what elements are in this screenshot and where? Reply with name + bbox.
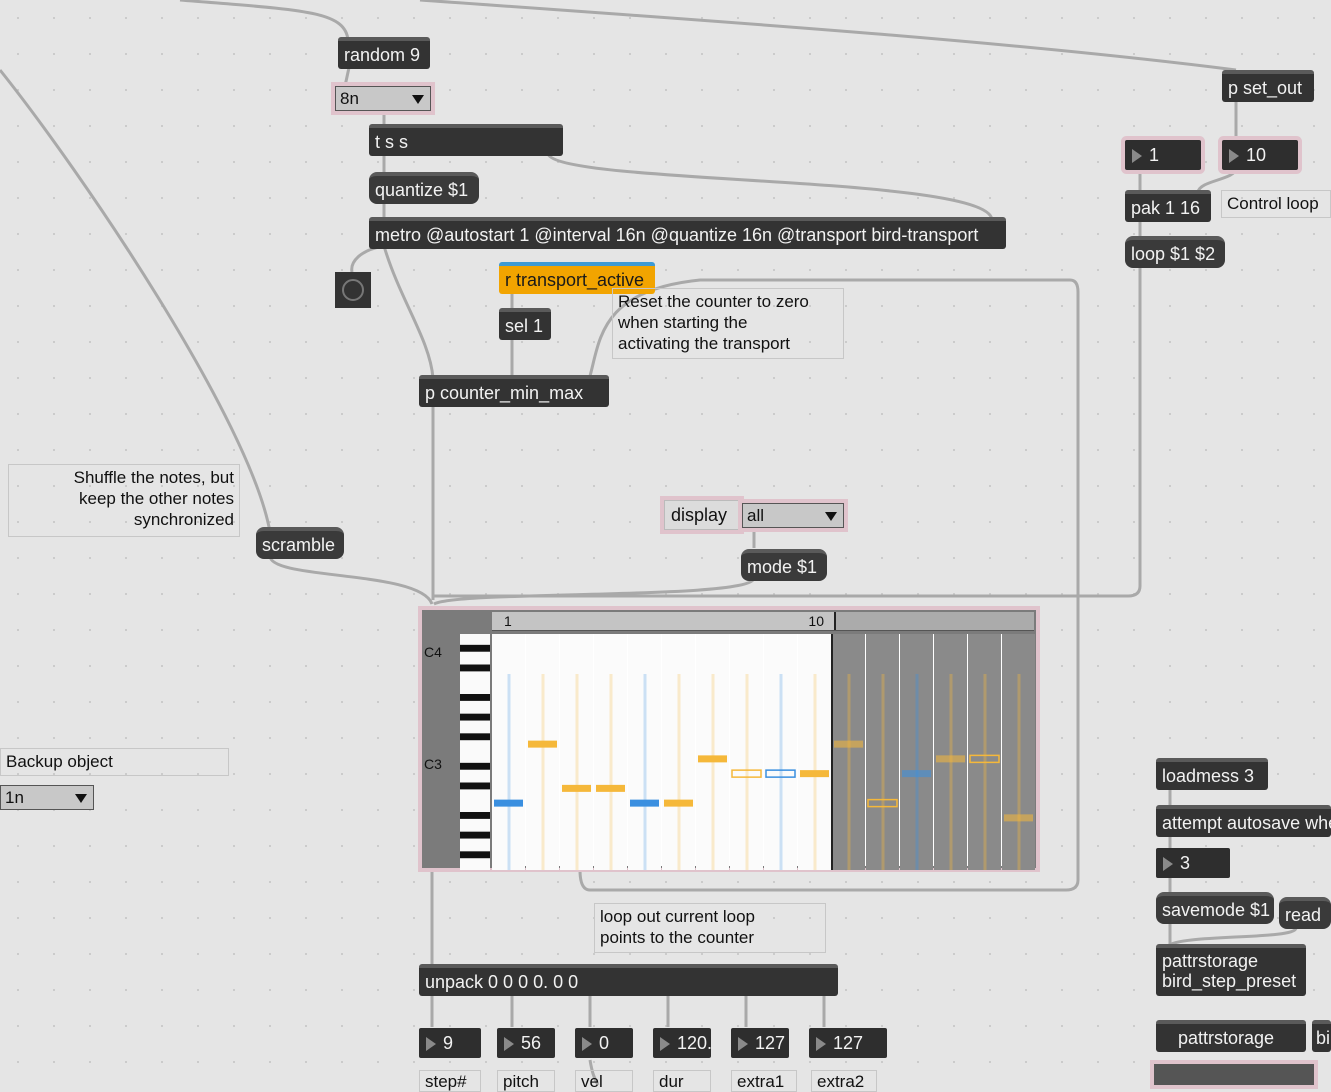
black-key bbox=[460, 713, 490, 721]
random-object[interactable]: random 9 bbox=[338, 37, 430, 69]
octave-c4-label: C4 bbox=[424, 644, 442, 660]
velocity-number[interactable]: 0 bbox=[575, 1028, 633, 1058]
extra2-number[interactable]: 127 bbox=[809, 1028, 887, 1058]
control-loop-comment: Control loop bbox=[1221, 190, 1331, 218]
loop-region[interactable]: 1 10 bbox=[492, 612, 836, 630]
extra1-number[interactable]: 127 bbox=[731, 1028, 789, 1058]
mode-message[interactable]: mode $1 bbox=[741, 549, 827, 581]
loop-out-comment: loop out current loop points to the coun… bbox=[594, 903, 826, 953]
loop-start-label: 1 bbox=[504, 613, 512, 629]
rate-menu[interactable]: 8n bbox=[335, 86, 431, 111]
piano-keyboard[interactable] bbox=[460, 634, 490, 870]
pattrstorage-preset-object[interactable]: pattrstorage bird_step_preset bbox=[1156, 944, 1306, 996]
black-key bbox=[460, 812, 490, 819]
backup-comment: Backup object bbox=[0, 748, 229, 776]
shuffle-comment: Shuffle the notes, but keep the other no… bbox=[8, 464, 240, 537]
note-bar bbox=[1004, 814, 1033, 822]
loop-start-number[interactable]: 1 bbox=[1125, 140, 1201, 170]
note-bar bbox=[936, 755, 965, 763]
metro-object[interactable]: metro @autostart 1 @interval 16n @quanti… bbox=[369, 217, 1006, 249]
step-number[interactable]: 9 bbox=[419, 1028, 481, 1058]
set-out-subpatch[interactable]: p set_out bbox=[1222, 70, 1314, 102]
duration-label: dur bbox=[653, 1070, 711, 1092]
loop-end-label: 10 bbox=[808, 613, 824, 629]
autosave-object[interactable]: attempt autosave whe bbox=[1156, 805, 1331, 837]
step-column bbox=[492, 634, 525, 870]
note-bar bbox=[698, 755, 727, 763]
note-bar bbox=[562, 784, 591, 792]
scramble-message[interactable]: scramble bbox=[256, 527, 344, 559]
step-grid[interactable] bbox=[492, 634, 1035, 870]
loop-message[interactable]: loop $1 $2 bbox=[1125, 236, 1225, 268]
note-bar bbox=[664, 799, 693, 807]
read-message[interactable]: read bbox=[1279, 897, 1331, 929]
pitch-label: pitch bbox=[497, 1070, 555, 1092]
octave-c3-label: C3 bbox=[424, 756, 442, 772]
black-key bbox=[460, 782, 490, 790]
step-label: step# bbox=[419, 1070, 481, 1092]
velocity-label: vel bbox=[575, 1070, 633, 1092]
black-key bbox=[460, 762, 490, 770]
toggle-button[interactable] bbox=[335, 272, 371, 308]
backup-rate-menu[interactable]: 1n bbox=[0, 785, 94, 810]
pak-object[interactable]: pak 1 16 bbox=[1125, 190, 1211, 222]
savemode-message[interactable]: savemode $1 bbox=[1156, 892, 1274, 924]
step-sequencer[interactable]: 1 10 C4 C3 bbox=[418, 606, 1040, 872]
display-button[interactable]: display bbox=[664, 500, 740, 530]
reset-comment: Reset the counter to zero when starting … bbox=[612, 288, 844, 359]
black-key bbox=[460, 664, 490, 672]
note-bar bbox=[528, 740, 557, 748]
counter-subpatch[interactable]: p counter_min_max bbox=[419, 375, 609, 407]
note-bar bbox=[494, 799, 523, 807]
note-bar bbox=[902, 770, 931, 778]
note-bar bbox=[834, 740, 863, 748]
note-bar bbox=[800, 770, 829, 778]
black-key bbox=[460, 851, 490, 859]
extra2-label: extra2 bbox=[811, 1070, 877, 1092]
loop-end-number[interactable]: 10 bbox=[1222, 140, 1298, 170]
preset-grid[interactable] bbox=[1154, 1064, 1314, 1085]
unpack-object[interactable]: unpack 0 0 0 0. 0 0 bbox=[419, 964, 838, 996]
duration-number[interactable]: 120. bbox=[653, 1028, 711, 1058]
black-key bbox=[460, 694, 490, 701]
loop-ruler[interactable]: 1 10 bbox=[492, 612, 1034, 631]
display-mode-menu[interactable]: all bbox=[742, 503, 844, 528]
step-column bbox=[526, 634, 559, 870]
pitch-number[interactable]: 56 bbox=[497, 1028, 555, 1058]
bi-object[interactable]: bi bbox=[1312, 1020, 1331, 1052]
black-key bbox=[460, 733, 490, 741]
note-bar bbox=[596, 784, 625, 792]
quantize-message[interactable]: quantize $1 bbox=[369, 172, 479, 204]
trigger-object[interactable]: t s s bbox=[369, 124, 563, 156]
sel-object[interactable]: sel 1 bbox=[499, 308, 551, 340]
note-bar bbox=[630, 799, 659, 807]
pattrstorage-object[interactable]: pattrstorage bbox=[1156, 1020, 1306, 1052]
extra1-label: extra1 bbox=[731, 1070, 797, 1092]
black-key bbox=[460, 644, 490, 652]
savemode-number[interactable]: 3 bbox=[1156, 848, 1230, 878]
black-key bbox=[460, 831, 490, 839]
loadmess-object[interactable]: loadmess 3 bbox=[1156, 758, 1268, 790]
